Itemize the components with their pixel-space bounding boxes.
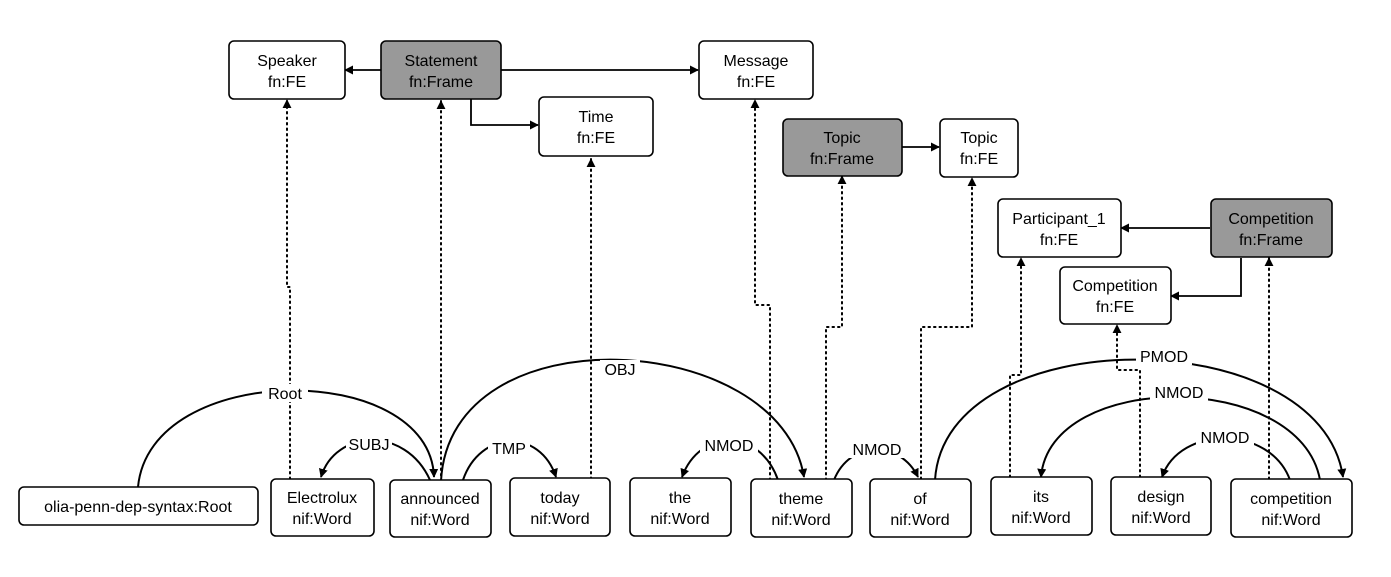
edge-label-tmp-text: TMP (492, 441, 526, 458)
arc-pmod (934, 358, 1347, 481)
node-word-its: its nif:Word (990, 476, 1093, 536)
node-speaker: Speaker fn:FE (228, 40, 346, 100)
edge-label-subj: SUBJ (346, 435, 392, 454)
edge-label-nmod-its: NMOD (1150, 383, 1208, 402)
node-word-theme: theme nif:Word (750, 478, 853, 538)
node-participant-1: Participant_1 fn:FE (997, 198, 1122, 258)
node-competition-fe: Competition fn:FE (1059, 266, 1172, 325)
edge-label-nmod-of: NMOD (848, 440, 906, 459)
link-theme-topic-frame (825, 175, 847, 481)
node-speaker-name: Speaker (257, 53, 317, 70)
node-root: olia-penn-dep-syntax:Root (18, 486, 259, 526)
edge-label-root-text: Root (268, 386, 302, 403)
link-competition-competition-fe (1170, 258, 1242, 301)
node-electrolux-token: Electrolux (287, 490, 357, 507)
node-root-name: olia-penn-dep-syntax:Root (44, 499, 232, 516)
word-nodes: olia-penn-dep-syntax:Root Electrolux nif… (18, 476, 1353, 538)
word-evokes-links (282, 99, 1274, 482)
node-its-token: its (1033, 489, 1049, 506)
node-competition-frame-name: Competition (1228, 211, 1313, 228)
link-theme-message (750, 99, 771, 481)
node-time-type: fn:FE (577, 130, 615, 147)
node-word-design: design nif:Word (1110, 476, 1212, 536)
node-speaker-type: fn:FE (268, 74, 306, 91)
node-time-name: Time (579, 109, 614, 126)
node-design-token: design (1137, 489, 1184, 506)
node-competition-frame: Competition fn:Frame (1210, 198, 1333, 258)
node-design-type: nif:Word (1131, 510, 1190, 527)
node-today-type: nif:Word (530, 511, 589, 528)
node-participant-1-type: fn:FE (1040, 232, 1078, 249)
dependency-arcs (137, 358, 1347, 488)
node-today-token: today (540, 490, 579, 507)
node-competition-token: competition (1250, 491, 1332, 508)
node-the-token: the (669, 490, 691, 507)
edge-label-pmod: PMOD (1136, 347, 1192, 366)
edge-label-tmp: TMP (488, 439, 530, 458)
link-electrolux-speaker (282, 99, 292, 480)
edge-labels: Root SUBJ TMP OBJ NMOD NMOD PMOD NMOD (262, 347, 1254, 459)
edge-label-pmod-text: PMOD (1140, 349, 1188, 366)
edge-label-root: Root (262, 384, 308, 403)
node-message-type: fn:FE (737, 74, 775, 91)
node-word-competition: competition nif:Word (1230, 478, 1353, 538)
node-statement-name: Statement (405, 53, 478, 70)
edge-label-nmod-design-text: NMOD (1201, 430, 1250, 447)
node-competition-fe-type: fn:FE (1096, 299, 1134, 316)
frame-nodes: Speaker fn:FE Statement fn:Frame Message… (228, 40, 1333, 325)
edge-label-subj-text: SUBJ (349, 437, 390, 454)
node-announced-token: announced (400, 491, 479, 508)
node-its-type: nif:Word (1011, 510, 1070, 527)
node-participant-1-name: Participant_1 (1012, 211, 1105, 228)
node-announced-type: nif:Word (410, 512, 469, 529)
node-topic-frame: Topic fn:Frame (782, 118, 903, 177)
node-theme-type: nif:Word (771, 512, 830, 529)
node-statement-type: fn:Frame (409, 74, 473, 91)
node-topic-frame-name: Topic (823, 130, 860, 147)
node-word-today: today nif:Word (509, 477, 611, 537)
node-topic-frame-type: fn:Frame (810, 151, 874, 168)
frame-links (344, 65, 1242, 301)
node-competition-frame-type: fn:Frame (1239, 232, 1303, 249)
node-word-of: of nif:Word (869, 478, 972, 538)
node-electrolux-type: nif:Word (292, 511, 351, 528)
node-theme-token: theme (779, 491, 824, 508)
node-topic-fe-name: Topic (960, 130, 997, 147)
node-topic-fe: Topic fn:FE (939, 118, 1019, 178)
node-message-name: Message (724, 53, 789, 70)
link-statement-time (470, 99, 539, 130)
arc-obj (440, 358, 808, 482)
edge-label-obj-text: OBJ (604, 362, 635, 379)
node-statement-frame: Statement fn:Frame (380, 40, 502, 100)
link-of-topic-fe (920, 177, 977, 480)
node-word-announced: announced nif:Word (389, 479, 492, 538)
node-message: Message fn:FE (698, 40, 814, 100)
node-competition-fe-name: Competition (1072, 278, 1157, 295)
node-the-type: nif:Word (650, 511, 709, 528)
node-word-electrolux: Electrolux nif:Word (270, 478, 375, 537)
link-its-participant (1009, 257, 1026, 478)
node-of-token: of (913, 491, 927, 508)
edge-label-nmod-the: NMOD (700, 436, 758, 455)
node-time: Time fn:FE (538, 96, 654, 157)
node-word-the: the nif:Word (629, 477, 732, 537)
node-of-type: nif:Word (890, 512, 949, 529)
arc-nmod-its (1037, 396, 1321, 481)
edge-label-nmod-design: NMOD (1196, 428, 1254, 447)
edge-label-obj: OBJ (600, 360, 640, 379)
node-competition-type: nif:Word (1261, 512, 1320, 529)
node-topic-fe-type: fn:FE (960, 151, 998, 168)
edge-label-nmod-its-text: NMOD (1155, 385, 1204, 402)
edge-label-nmod-the-text: NMOD (705, 438, 754, 455)
edge-label-nmod-of-text: NMOD (853, 442, 902, 459)
